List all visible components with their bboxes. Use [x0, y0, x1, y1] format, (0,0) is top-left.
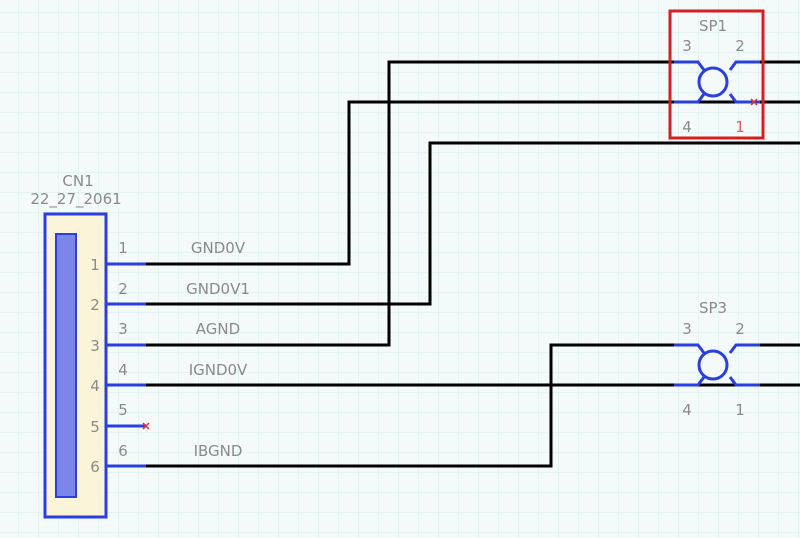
splice-pin-label: 1: [735, 118, 745, 136]
selection-box: [668, 9, 765, 140]
splice-pin-label: 4: [682, 401, 692, 419]
pin-outer-num: 2: [118, 280, 128, 298]
splice-pin-label: 2: [735, 320, 745, 338]
splice-lead: [728, 60, 760, 71]
splice-sp1[interactable]: SP1 3 2 4 1: [668, 9, 765, 140]
unconnected-marker: [750, 98, 758, 106]
wire-gnd0v[interactable]: [146, 100, 760, 266]
splice-pin-label: 1: [735, 401, 745, 419]
wire-agnd[interactable]: [146, 60, 698, 347]
splice-lead: [674, 343, 706, 354]
pin-outer-num: 5: [118, 401, 128, 419]
pin-outer-num: 1: [118, 239, 128, 257]
splice-sp3[interactable]: SP3 3 2 4 1: [674, 299, 760, 419]
splice-pin-label: 3: [682, 320, 692, 338]
pin-outer-num: 3: [118, 320, 128, 338]
splice-ref: SP3: [699, 299, 727, 317]
net-label[interactable]: GND0V: [191, 239, 246, 257]
net-label[interactable]: GND0V1: [186, 280, 250, 298]
splice-lead: [674, 376, 706, 387]
net-label[interactable]: AGND: [196, 320, 240, 338]
pin-outer-num: 4: [118, 361, 128, 379]
pin5-unconnected-marker: [142, 422, 150, 430]
pin-outer-num: 6: [118, 442, 128, 460]
wire-gnd0v1[interactable]: [146, 141, 800, 306]
connector-cn1[interactable]: CN1 22_27_2061 1 2 3 4 5 6 1 2 3 4 5 6 G…: [30, 172, 250, 519]
splice-lead: [728, 343, 760, 354]
pin-inner-num: 5: [90, 418, 100, 436]
net-label[interactable]: IBGND: [194, 442, 243, 460]
splice-lead: [728, 376, 760, 387]
splice-pin-label: 4: [682, 118, 692, 136]
connector-ref: CN1: [62, 172, 93, 190]
splice-pin-label: 3: [682, 37, 692, 55]
pin-inner-num: 2: [90, 296, 100, 314]
splice-ref: SP1: [699, 17, 727, 35]
net-label[interactable]: IGND0V: [189, 361, 248, 379]
pin-inner-num: 4: [90, 377, 100, 395]
splice-pin-label: 2: [735, 37, 745, 55]
splice-lead: [728, 93, 760, 104]
pin-inner-num: 3: [90, 337, 100, 355]
connector-inner-bar: [55, 233, 77, 498]
pin-inner-num: 6: [90, 458, 100, 476]
wire-ibgnd[interactable]: [146, 343, 698, 468]
splice-lead: [674, 93, 706, 104]
splice-circle: [697, 349, 729, 381]
connector-value: 22_27_2061: [30, 190, 121, 209]
splice-circle: [697, 66, 729, 98]
splice-lead: [674, 60, 706, 71]
pin-inner-num: 1: [90, 256, 100, 274]
